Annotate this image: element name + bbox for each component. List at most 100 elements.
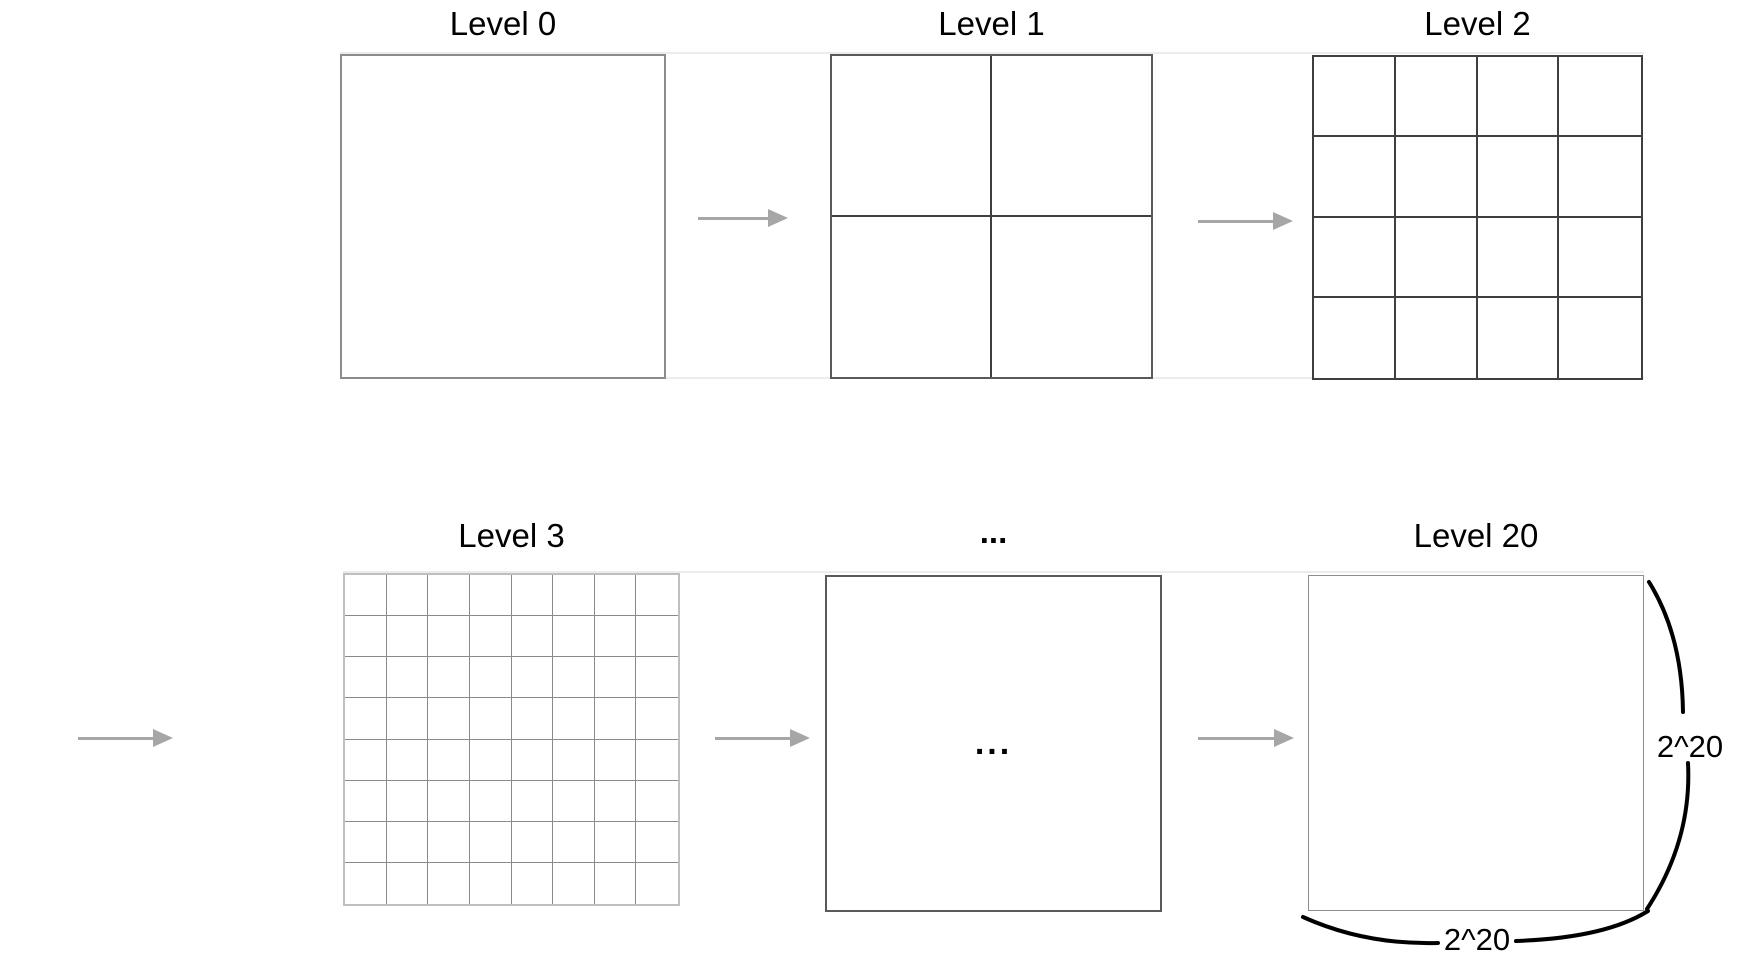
grid-cell bbox=[386, 698, 429, 740]
grid-cell bbox=[428, 780, 470, 822]
grid-cell bbox=[511, 739, 554, 781]
level-2-title: Level 2 bbox=[1424, 5, 1531, 42]
grid-cell bbox=[470, 862, 512, 904]
grid-cell bbox=[1314, 137, 1396, 218]
grid-cell bbox=[345, 780, 387, 822]
grid-cell bbox=[636, 822, 678, 863]
grid-cell bbox=[428, 616, 470, 658]
grid-cell bbox=[594, 616, 637, 658]
ellipsis-title: ... bbox=[979, 513, 1008, 550]
arrow-shaft bbox=[78, 736, 153, 740]
ellipsis-square: ... bbox=[825, 575, 1162, 912]
level-0-grid bbox=[342, 56, 664, 377]
grid-cell bbox=[832, 216, 992, 377]
grid-cell bbox=[511, 616, 554, 658]
grid-cell bbox=[345, 698, 387, 740]
grid-cell bbox=[1477, 217, 1560, 298]
grid-cell bbox=[595, 862, 637, 904]
grid-cell bbox=[636, 781, 678, 822]
grid-cell bbox=[636, 575, 678, 617]
arrow-shaft bbox=[698, 216, 768, 220]
level-1-title: Level 1 bbox=[938, 5, 1045, 42]
arrow-right-icon bbox=[1198, 728, 1294, 748]
grid-cell bbox=[386, 780, 429, 822]
grid-cell bbox=[1395, 57, 1478, 138]
grid-cell bbox=[553, 575, 595, 617]
grid-cell bbox=[345, 739, 387, 781]
grid-cell bbox=[553, 780, 595, 822]
arrow-right-icon bbox=[698, 208, 788, 228]
level-3-square bbox=[343, 573, 680, 906]
level-20-title: Level 20 bbox=[1413, 517, 1539, 554]
grid-cell bbox=[594, 739, 637, 781]
grid-cell bbox=[553, 698, 595, 740]
level-0-square bbox=[340, 54, 666, 379]
grid-cell bbox=[428, 657, 470, 699]
alignment-guide-line bbox=[340, 52, 1644, 54]
arrow-shaft bbox=[715, 736, 790, 740]
grid-cell bbox=[511, 821, 554, 863]
grid-cell bbox=[1478, 297, 1560, 378]
arrow-head bbox=[1274, 729, 1294, 747]
grid-cell bbox=[511, 657, 554, 699]
grid-cell bbox=[1559, 218, 1641, 298]
grid-cell bbox=[469, 780, 512, 822]
grid-cell bbox=[345, 575, 387, 617]
grid-cell bbox=[992, 217, 1152, 378]
grid-cell bbox=[511, 780, 554, 822]
grid-cell bbox=[345, 821, 387, 863]
grid-cell bbox=[553, 821, 595, 863]
grid-cell bbox=[594, 657, 637, 699]
grid-cell bbox=[636, 698, 678, 740]
grid-cell bbox=[469, 698, 512, 740]
alignment-guide-line bbox=[343, 571, 1644, 573]
grid-cell bbox=[387, 862, 429, 904]
grid-cell bbox=[428, 575, 470, 617]
grid-cell bbox=[636, 616, 678, 658]
grid-cell bbox=[594, 821, 637, 863]
ellipsis-dots: ... bbox=[974, 724, 1013, 762]
arrow-head bbox=[1273, 212, 1293, 230]
level-20-width-label: 2^20 bbox=[1443, 922, 1511, 957]
grid-cell bbox=[594, 780, 637, 822]
level-1-grid bbox=[832, 56, 1151, 377]
grid-cell bbox=[1559, 57, 1641, 138]
grid-cell bbox=[553, 862, 595, 904]
grid-cell bbox=[428, 698, 470, 740]
arrow-right-icon bbox=[78, 728, 173, 748]
grid-cell bbox=[469, 657, 512, 699]
grid-cell bbox=[511, 698, 554, 740]
grid-cell bbox=[386, 821, 429, 863]
level-20-dimension-braces bbox=[1301, 580, 1691, 946]
level-1-square bbox=[830, 54, 1153, 379]
arrow-shaft bbox=[1198, 736, 1274, 740]
grid-cell bbox=[428, 862, 470, 904]
grid-cell bbox=[553, 739, 595, 781]
arrow-shaft bbox=[1198, 219, 1273, 223]
grid-cell bbox=[469, 616, 512, 658]
arrow-right-icon bbox=[715, 728, 810, 748]
arrow-head bbox=[768, 209, 788, 227]
level-2-grid bbox=[1314, 57, 1641, 378]
arrow-head bbox=[790, 729, 810, 747]
grid-cell bbox=[386, 616, 429, 658]
grid-cell bbox=[345, 657, 387, 699]
grid-cell bbox=[636, 657, 678, 699]
grid-cell bbox=[342, 56, 664, 377]
grid-cell bbox=[636, 863, 678, 904]
level-20-square bbox=[1308, 575, 1644, 911]
grid-cell bbox=[1395, 137, 1478, 218]
grid-cell bbox=[345, 616, 387, 658]
grid-cell bbox=[1314, 217, 1396, 298]
grid-cell bbox=[386, 657, 429, 699]
grid-cell bbox=[1314, 297, 1396, 378]
grid-cell bbox=[345, 862, 387, 904]
height-brace-top-segment bbox=[1647, 580, 1685, 714]
grid-cell bbox=[636, 740, 678, 781]
grid-cell bbox=[428, 821, 470, 863]
level-3-grid bbox=[345, 575, 678, 904]
grid-cell bbox=[386, 575, 429, 617]
grid-cell bbox=[991, 56, 1151, 217]
grid-cell bbox=[512, 862, 554, 904]
